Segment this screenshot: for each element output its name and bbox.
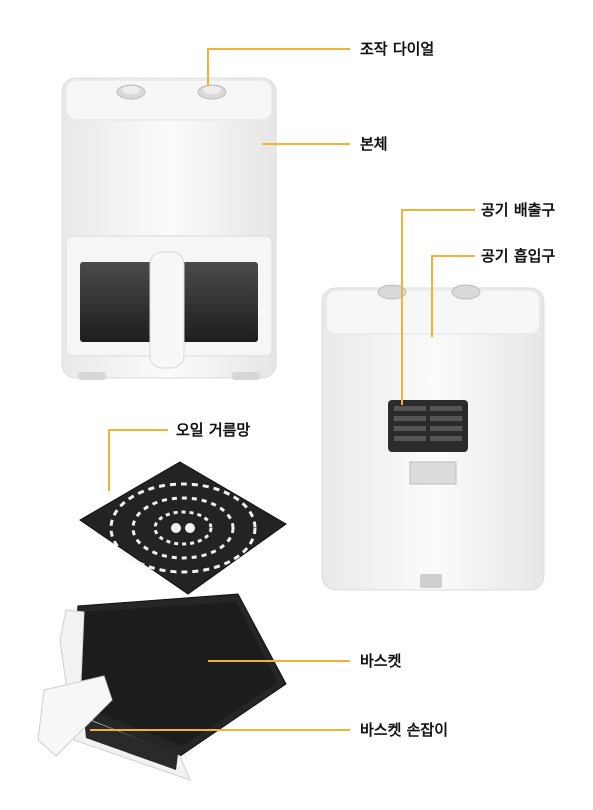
leader-air-inlet-vertical — [431, 255, 433, 337]
fryer-front-view — [61, 77, 277, 380]
leader-control-dial-horizontal — [207, 48, 350, 50]
leader-air-outlet-vertical — [401, 209, 403, 405]
basket-illustration — [37, 593, 287, 781]
leader-control-dial-vertical — [207, 48, 209, 86]
fryer-back-view — [321, 284, 545, 591]
label-control-dial: 조작 다이얼 — [360, 40, 435, 58]
air-vent-grille — [388, 400, 468, 452]
label-basket-handle: 바스켓 손잡이 — [360, 721, 449, 739]
leader-oil-filter-vertical — [108, 429, 110, 491]
control-dial-right — [197, 84, 227, 100]
basket-handle-shape — [37, 675, 113, 757]
spec-sticker — [409, 461, 457, 485]
front-handle — [149, 251, 185, 369]
label-air-outlet: 공기 배출구 — [481, 201, 556, 219]
control-dial-left — [116, 84, 146, 100]
label-basket: 바스켓 — [360, 652, 402, 670]
label-oil-filter: 오일 거름망 — [176, 421, 251, 439]
leader-basket — [208, 660, 350, 662]
leader-body — [262, 143, 350, 145]
leader-air-inlet-horizontal — [431, 255, 475, 257]
leader-basket-handle — [90, 729, 350, 731]
leader-air-outlet-horizontal — [401, 209, 475, 211]
oil-filter-illustration — [79, 461, 287, 595]
leader-oil-filter-horizontal — [108, 429, 168, 431]
label-body: 본체 — [360, 135, 388, 153]
label-air-inlet: 공기 흡입구 — [481, 247, 556, 265]
